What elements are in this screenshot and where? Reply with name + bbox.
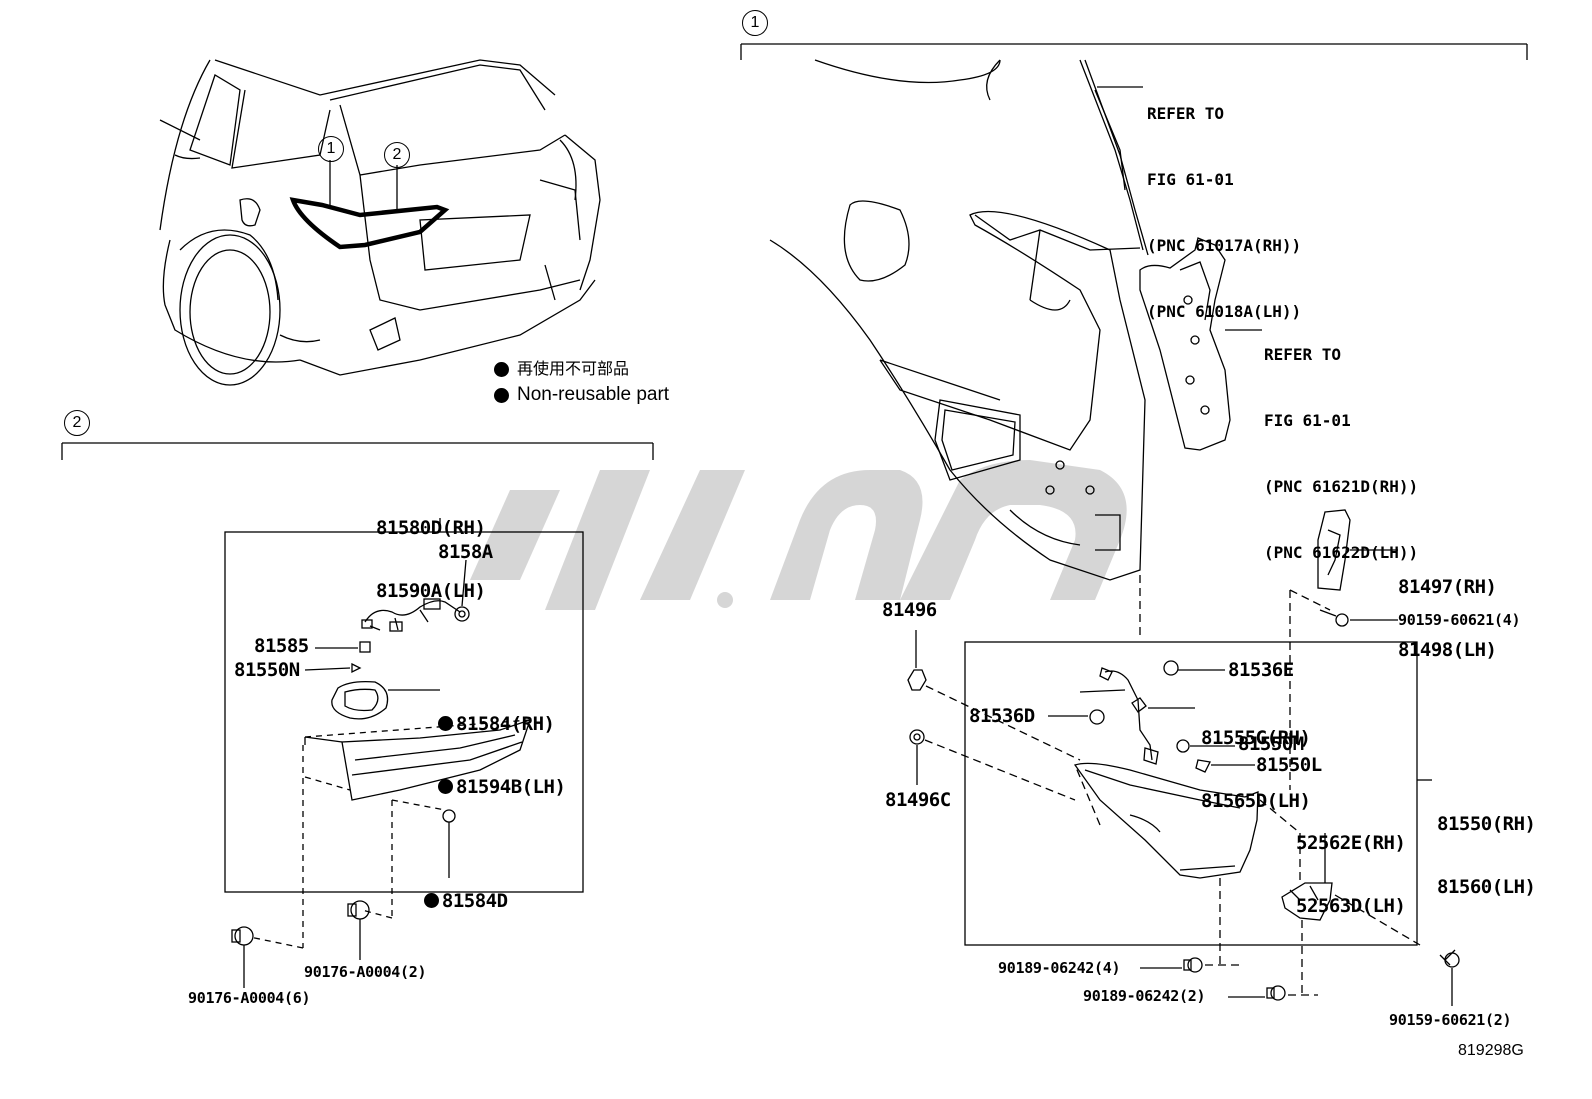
part-label-81536E: 81536E (1228, 659, 1294, 681)
part-number: 81560(LH) (1437, 876, 1536, 898)
part-number: 81590A(LH) (376, 580, 486, 602)
part-number-row: 81584(RH) (438, 714, 565, 735)
part-number: 81555G(RH) (1201, 727, 1311, 749)
section-1-bracket (740, 43, 1528, 60)
part-label-81497: 81497(RH) 81498(LH) (1398, 535, 1497, 682)
vehicle-overview (159, 59, 601, 386)
refer-line: REFER TO (1264, 345, 1342, 364)
part-label-81550M: 81550M (1238, 733, 1304, 755)
part-label-8158A: 8158A (438, 541, 493, 563)
legend-jp-text: 再使用不可部品 (517, 359, 630, 378)
part-number: 52563D(LH) (1296, 895, 1406, 917)
part-number: 81550(RH) (1437, 813, 1536, 835)
refer-line: REFER TO (1147, 104, 1225, 123)
refer-line: (PNC 61017A(RH)) (1147, 236, 1302, 255)
part-label-81585: 81585 (254, 635, 309, 657)
refer-line: (PNC 61018A(LH)) (1147, 302, 1302, 321)
part-label-90189-4: 90189-06242(4) (998, 959, 1121, 977)
part-number: 81584(RH) (456, 713, 555, 735)
part-number: 81594B(LH) (456, 776, 566, 798)
callout-1: 1 (318, 136, 344, 162)
watermark-logo (470, 460, 1127, 610)
non-reusable-dot-icon (494, 387, 509, 403)
refer-note-2: REFER TO FIG 61-01 (PNC 61621D(RH)) (PNC… (1264, 300, 1418, 586)
part-label-81550: 81550(RH) 81560(LH) (1437, 772, 1536, 919)
part-label-81550N: 81550N (234, 659, 300, 681)
part-number: 81584D (441, 890, 508, 912)
refer-line: (PNC 61621D(RH)) (1264, 477, 1419, 496)
part-label-90176-6: 90176-A0004(6) (188, 989, 311, 1007)
legend-row-en: Non-reusable part (494, 382, 669, 408)
right-box-parts (907, 509, 1460, 1006)
section-2-bracket (61, 442, 654, 460)
refer-line: FIG 61-01 (1264, 411, 1351, 430)
callout-2: 2 (384, 142, 410, 168)
part-label-81555G: 81555G(RH) 81565D(LH) (1201, 686, 1311, 833)
part-label-81550L: 81550L (1256, 754, 1322, 776)
legend-row-jp: 再使用不可部品 (494, 356, 669, 382)
part-label-90176-2: 90176-A0004(2) (304, 963, 427, 981)
part-label-52562E: 52562E(RH) 52563D(LH) (1296, 791, 1406, 938)
part-label-90189-2: 90189-06242(2) (1083, 987, 1206, 1005)
assembly-box-81550 (964, 641, 1418, 946)
part-number: 81580D(RH) (376, 517, 486, 539)
part-label-81496C: 81496C (885, 789, 951, 811)
part-label-90159-2: 90159-60621(2) (1389, 1011, 1512, 1029)
part-number: 81497(RH) (1398, 576, 1497, 598)
non-reusable-dot-icon (423, 893, 439, 908)
part-number-row: 81594B(LH) (438, 776, 566, 798)
legend-en-text: Non-reusable part (517, 384, 670, 405)
quarter-bracket (1097, 86, 1262, 451)
section-1-callout: 1 (742, 10, 768, 36)
non-reusable-dot-icon (494, 361, 509, 377)
legend: 再使用不可部品 Non-reusable part (494, 356, 669, 408)
part-number: 81565D(LH) (1201, 790, 1311, 812)
part-number: 52562E(RH) (1296, 832, 1406, 854)
refer-line: FIG 61-01 (1147, 170, 1234, 189)
part-number: 81498(LH) (1398, 639, 1497, 661)
part-label-81584D: 81584D (402, 870, 508, 912)
part-label-81584: 81584(RH) 81594B(LH) (438, 672, 566, 819)
body-panel (769, 59, 1149, 640)
refer-note-1: REFER TO FIG 61-01 (PNC 61017A(RH)) (PNC… (1147, 59, 1301, 345)
figure-code: 819298G (1458, 1042, 1524, 1059)
part-label-81536D: 81536D (969, 705, 1035, 727)
part-label-90159-4: 90159-60621(4) (1398, 611, 1521, 629)
refer-line: (PNC 61622D(LH)) (1264, 543, 1419, 562)
part-label-81580D: 81580D(RH) 81590A(LH) (376, 476, 486, 623)
part-label-81496: 81496 (882, 599, 937, 621)
non-reusable-dot-icon (438, 716, 453, 731)
assembly-box-81580 (224, 531, 584, 893)
non-reusable-dot-icon (438, 779, 453, 794)
left-box-parts (231, 559, 532, 988)
section-2-callout: 2 (64, 410, 90, 436)
